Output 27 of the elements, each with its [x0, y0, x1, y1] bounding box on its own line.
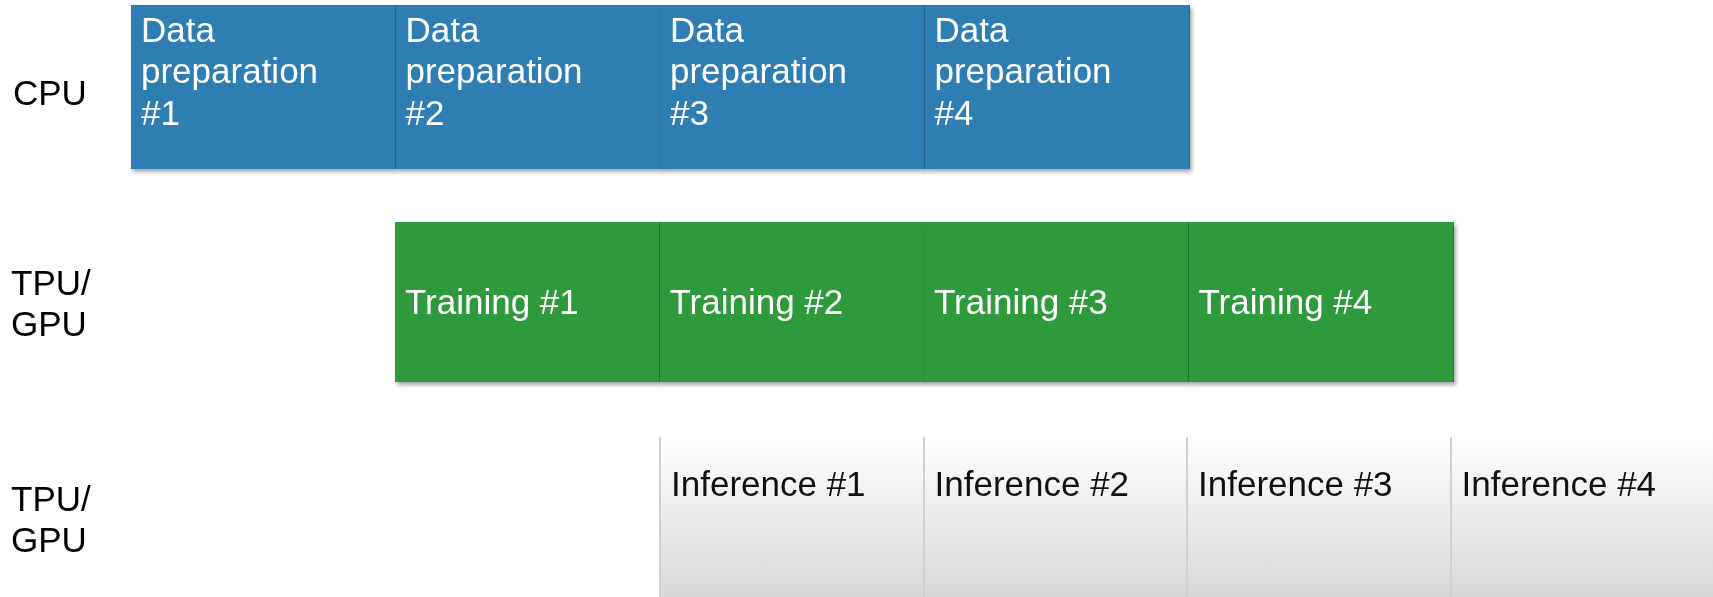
box-label: Data preparation #1 — [141, 9, 320, 133]
box-label: Inference #2 — [934, 463, 1130, 505]
training-box — [924, 222, 1189, 382]
data-prep-box — [395, 5, 661, 169]
inference-box — [659, 437, 923, 597]
training-box — [395, 222, 660, 382]
row-label: CPU — [13, 72, 88, 114]
data-prep-box — [660, 5, 925, 169]
data-prep-box — [131, 5, 396, 169]
box-label: Data preparation #2 — [405, 9, 584, 133]
box-label: Training #3 — [934, 281, 1108, 323]
box-label: Data preparation #4 — [934, 9, 1113, 133]
training-box — [659, 222, 925, 382]
inference-box — [1186, 437, 1450, 597]
box-label: Training #1 — [405, 281, 579, 323]
box-label: Data preparation #3 — [670, 9, 849, 133]
box-label: Inference #1 — [671, 463, 866, 505]
box-label: Training #4 — [1198, 281, 1373, 323]
row-label: TPU/ GPU — [11, 262, 92, 345]
box-label: Inference #3 — [1198, 463, 1393, 505]
inference-box — [1449, 437, 1713, 597]
box-label: Training #2 — [669, 281, 844, 323]
data-prep-box — [924, 5, 1190, 169]
row-label: TPU/ GPU — [11, 478, 92, 561]
training-box — [1188, 222, 1454, 382]
box-label: Inference #4 — [1461, 463, 1657, 505]
inference-box — [922, 437, 1187, 597]
